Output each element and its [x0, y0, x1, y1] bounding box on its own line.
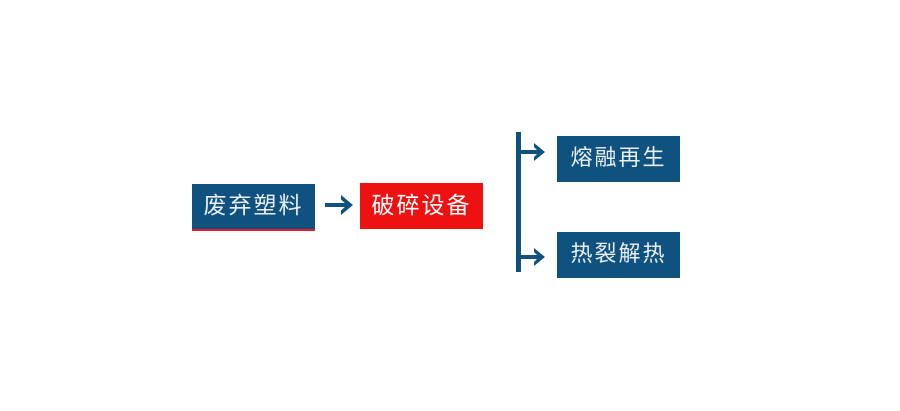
node-waste-plastic[interactable]: 废弃塑料 — [192, 184, 315, 231]
node-crusher-label: 破碎设备 — [371, 192, 472, 219]
node-pyrolysis-label: 热裂解热 — [570, 242, 667, 267]
arrow-right-icon — [324, 192, 358, 218]
node-melt-regeneration-label: 熔融再生 — [570, 146, 667, 171]
node-pyrolysis[interactable]: 热裂解热 — [557, 232, 680, 278]
node-melt-regeneration[interactable]: 熔融再生 — [557, 136, 680, 182]
node-waste-plastic-label: 废弃塑料 — [203, 193, 304, 219]
branch-connector-icon — [508, 124, 554, 284]
node-crusher[interactable]: 破碎设备 — [360, 183, 483, 229]
